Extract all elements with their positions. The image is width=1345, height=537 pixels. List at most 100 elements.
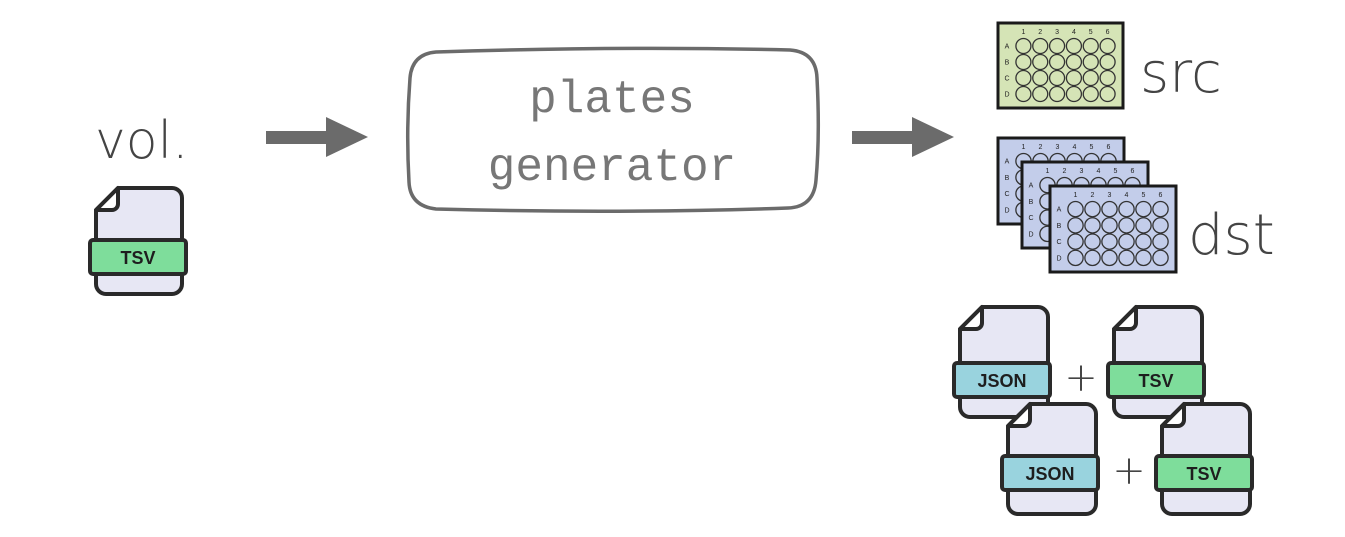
plate-row-label: A: [1005, 159, 1010, 166]
plate-well: [1065, 37, 1083, 55]
plate-well: [1082, 69, 1099, 87]
plate-column-label: 4: [1073, 144, 1077, 151]
plate-well: [1099, 37, 1116, 55]
plate-well: [1082, 85, 1099, 103]
plate-well: [1118, 233, 1135, 250]
plate-row-label: D: [1028, 231, 1033, 238]
plate-column-label: 2: [1038, 29, 1042, 36]
plate-column-label: 6: [1159, 192, 1163, 199]
plate-column-label: 4: [1097, 168, 1101, 175]
pair-1-left-tag: JSON: [977, 371, 1026, 391]
src-label: src: [1140, 41, 1222, 106]
plate-well: [1152, 233, 1169, 250]
plate-well: [1135, 217, 1152, 234]
plate-well: [1067, 233, 1084, 250]
plate-row-label: A: [1005, 44, 1010, 51]
plate-well: [1101, 200, 1118, 218]
plate-column-label: 5: [1142, 192, 1146, 199]
plate-column-label: 1: [1021, 29, 1025, 36]
pair-2-plus: +: [1112, 448, 1146, 494]
plate-row-label: B: [1005, 175, 1010, 182]
plate-well: [1135, 233, 1152, 250]
plate-well: [1099, 69, 1116, 87]
plate-well: [1032, 37, 1049, 55]
plate-well: [1084, 217, 1101, 234]
pair-2-right-tag: TSV: [1186, 464, 1221, 484]
plate-well: [1048, 85, 1066, 103]
plate-column-label: 2: [1063, 168, 1067, 175]
plate-column-label: 5: [1114, 168, 1118, 175]
plate-column-label: 2: [1091, 192, 1095, 199]
plate-row-label: A: [1029, 183, 1034, 190]
plate-column-label: 6: [1106, 29, 1110, 36]
plate-well: [1082, 37, 1099, 55]
plate-well: [1101, 217, 1118, 234]
plate-well: [1152, 200, 1169, 218]
generator-line-1: plates: [529, 74, 695, 126]
plate-column-label: 1: [1074, 192, 1078, 199]
output-file-pair-1: JSON + TSV: [952, 305, 1206, 419]
plate-well: [1152, 249, 1169, 267]
plate-row-label: C: [1028, 215, 1033, 222]
arrow-to-generator: [266, 117, 368, 157]
plate-row-label: D: [1056, 255, 1061, 262]
plate-row-label: D: [1004, 207, 1009, 214]
plate-well: [1101, 233, 1118, 250]
plate-well: [1099, 53, 1116, 71]
input-label: vol.: [95, 111, 189, 171]
plate-well: [1152, 217, 1169, 234]
plate-well: [1032, 69, 1049, 87]
input-tsv-file-icon: TSV: [88, 186, 188, 296]
plate-row-label: C: [1056, 239, 1061, 246]
plate-column-label: 6: [1131, 168, 1135, 175]
arrow-to-outputs: [852, 117, 954, 157]
plate-well: [1099, 85, 1116, 103]
plate-well: [1067, 249, 1084, 267]
plate-column-label: 3: [1108, 192, 1112, 199]
plate-well: [1118, 249, 1135, 267]
plate-column-label: 4: [1125, 192, 1129, 199]
plate-well: [1015, 53, 1032, 71]
dst-label: dst: [1188, 203, 1275, 268]
plate-well: [1135, 249, 1152, 267]
plate-well: [1067, 217, 1084, 234]
plate-well: [1065, 53, 1083, 71]
plate-column-label: 6: [1107, 144, 1111, 151]
plate-row-label: B: [1005, 60, 1010, 67]
plate-column-label: 3: [1080, 168, 1084, 175]
plate-well: [1048, 69, 1066, 87]
plate-column-label: 1: [1046, 168, 1050, 175]
output-file-pair-2: JSON + TSV: [1000, 402, 1254, 516]
tsv-file-icon: TSV: [1154, 402, 1254, 516]
plate-well: [1032, 85, 1049, 103]
plate-well: [1015, 85, 1032, 103]
pair-1-right-tag: TSV: [1138, 371, 1173, 391]
plate-column-label: 5: [1089, 29, 1093, 36]
plate-row-label: A: [1057, 207, 1062, 214]
src-plate: 1 2 3 4 5 6A B C D: [996, 21, 1125, 110]
plate-column-label: 1: [1022, 144, 1026, 151]
plate-well: [1048, 37, 1066, 55]
plate-well: [1065, 69, 1083, 87]
plate-row-label: B: [1057, 223, 1062, 230]
plate-row-label: B: [1029, 199, 1034, 206]
plate-well: [1084, 233, 1101, 250]
plate-well: [1032, 53, 1049, 71]
plate-well: [1048, 53, 1066, 71]
plate-well: [1135, 200, 1152, 218]
dst-plate-3: 1 2 3 4 5 6A B C D: [1048, 184, 1178, 274]
json-file-icon: JSON: [1000, 402, 1100, 516]
pair-1-plus: +: [1064, 355, 1098, 401]
plate-column-label: 3: [1055, 29, 1059, 36]
plate-column-label: 4: [1072, 29, 1076, 36]
plate-column-label: 3: [1056, 144, 1060, 151]
plate-well: [1065, 85, 1083, 103]
tsv-file-icon: TSV: [1106, 305, 1206, 419]
plate-row-label: D: [1004, 92, 1009, 99]
plates-generator-box: plates generator: [405, 46, 821, 214]
plate-row-label: C: [1004, 76, 1009, 83]
plate-well: [1084, 200, 1101, 218]
pair-2-left-tag: JSON: [1025, 464, 1074, 484]
